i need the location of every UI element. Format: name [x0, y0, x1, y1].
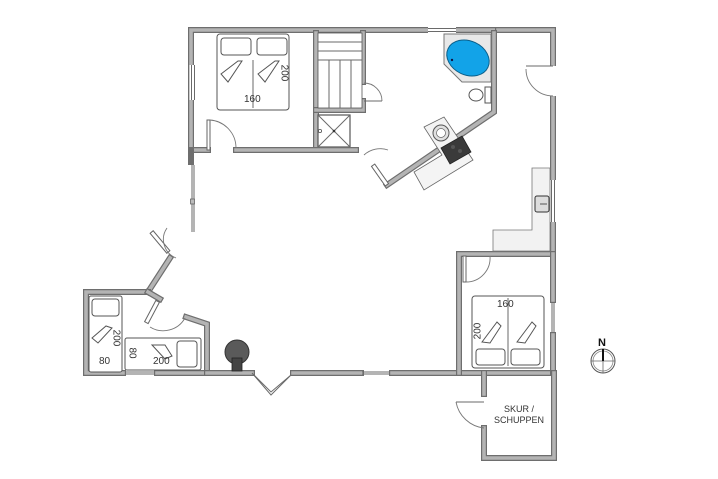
compass-north-label: N — [598, 337, 606, 349]
bed-top-width-label: 160 — [244, 94, 261, 105]
single-bed-left — [88, 295, 123, 373]
stairs — [317, 32, 363, 109]
walls — [83, 26, 557, 461]
bed-top-length-label: 200 — [278, 64, 290, 82]
toilet — [468, 86, 492, 104]
double-bed-right — [471, 295, 545, 369]
shed-label-line2: SCHUPPEN — [493, 415, 544, 425]
bed-bottom-length-label: 200 — [153, 356, 170, 367]
spa-tub — [443, 33, 492, 83]
kitchen-l-counter — [492, 167, 551, 252]
bed-right-width-label: 160 — [497, 299, 514, 310]
wood-stove — [224, 339, 250, 372]
bunk-width-label: 80 — [99, 356, 111, 367]
single-bed-bottom — [124, 337, 202, 371]
shed-label-line1: SKUR / — [503, 404, 534, 414]
bed-bottom-width-label: 80 — [126, 347, 138, 359]
bed-right-length-label: 200 — [472, 322, 484, 340]
kitchen-counter — [413, 116, 474, 191]
shed-label: SKUR / SCHUPPEN — [484, 404, 554, 426]
bunk-length-label: 200 — [110, 329, 122, 347]
double-bed-top — [216, 33, 290, 111]
compass-icon — [590, 348, 616, 374]
doors — [143, 65, 554, 429]
